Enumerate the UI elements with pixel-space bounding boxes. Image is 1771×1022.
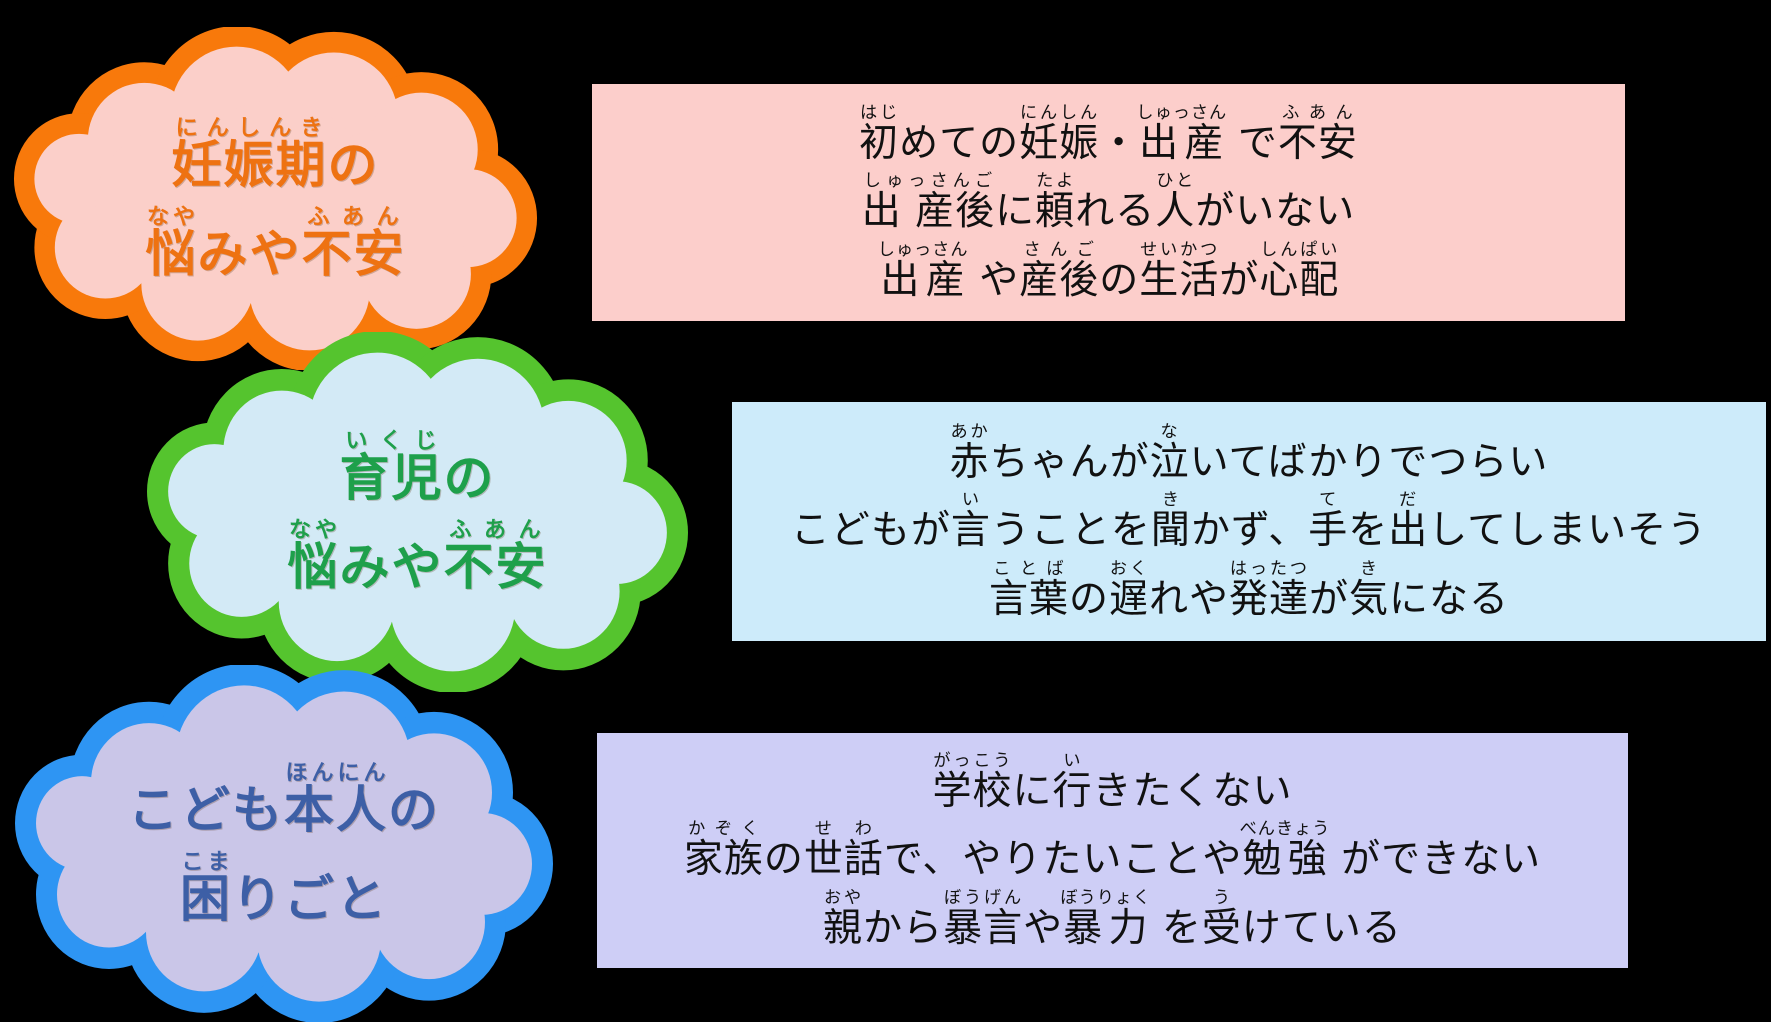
box-text-line-1: 学校がっこうに行いきたくない — [932, 751, 1293, 815]
box-pregnancy-examples: 初はじめての妊娠にんしん・出産しゅっさん で不安ふあん 出 産後しゅっさんごに頼… — [592, 84, 1625, 321]
cloud-title: こども本人ほんにんの 困こまりごと — [14, 665, 554, 1022]
cloud-title: 妊娠期にんしんきの 悩なやみや不安ふあん — [13, 27, 538, 370]
cloud-title-line-1: 育児いくじの — [339, 429, 496, 507]
box-text-line-2: 家族かぞくの世話せわで、やりたいことや勉強べんきょう ができない — [683, 819, 1542, 883]
cloud-title-line-1: こども本人ほんにんの — [128, 760, 440, 839]
box-text-line-2: こどもが言いうことを聞きかず、手てを出だしてしまいそう — [790, 490, 1708, 554]
box-text-line-3: 親おやから暴言ぼうげんや暴力ぼうりょく を受うけている — [823, 887, 1402, 951]
cloud-title-line-1: 妊娠期にんしんきの — [171, 115, 380, 194]
cloud-shape-icon — [147, 332, 688, 692]
box-childcare-examples: 赤あかちゃんが泣ないてばかりでつらい こどもが言いうことを聞きかず、手てを出だし… — [732, 402, 1766, 641]
box-child-own-examples: 学校がっこうに行いきたくない 家族かぞくの世話せわで、やりたいことや勉強べんきょ… — [597, 733, 1628, 968]
box-text-line-1: 赤あかちゃんが泣ないてばかりでつらい — [949, 422, 1549, 486]
cloud-title-line-2: 悩なやみや不安ふあん — [145, 204, 406, 283]
cloud-title: 育児いくじの 悩なやみや不安ふあん — [146, 332, 689, 692]
cloud-title-line-2: 悩なやみや不安ふあん — [287, 518, 548, 596]
box-text-line-1: 初はじめての妊娠にんしん・出産しゅっさん で不安ふあん — [859, 103, 1358, 167]
box-text-line-3: 言葉ことばの遅おくれや発達はったつが気きになる — [988, 558, 1510, 622]
cloud-child-own-troubles: こども本人ほんにんの 困こまりごと — [14, 665, 554, 1022]
box-text-line-3: 出産しゅっさん や産後さんごの生活せいかつが心配しんぱい — [877, 239, 1340, 303]
cloud-pregnancy-worries: 妊娠期にんしんきの 悩なやみや不安ふあん — [13, 27, 538, 370]
cloud-title-line-2: 困こまりごと — [180, 849, 388, 928]
box-text-line-2: 出 産後しゅっさんごに頼たよれる人ひとがいない — [861, 171, 1356, 235]
cloud-childcare-worries: 育児いくじの 悩なやみや不安ふあん — [146, 332, 689, 692]
cloud-shape-icon — [15, 665, 553, 1022]
cloud-shape-icon — [13, 27, 538, 370]
